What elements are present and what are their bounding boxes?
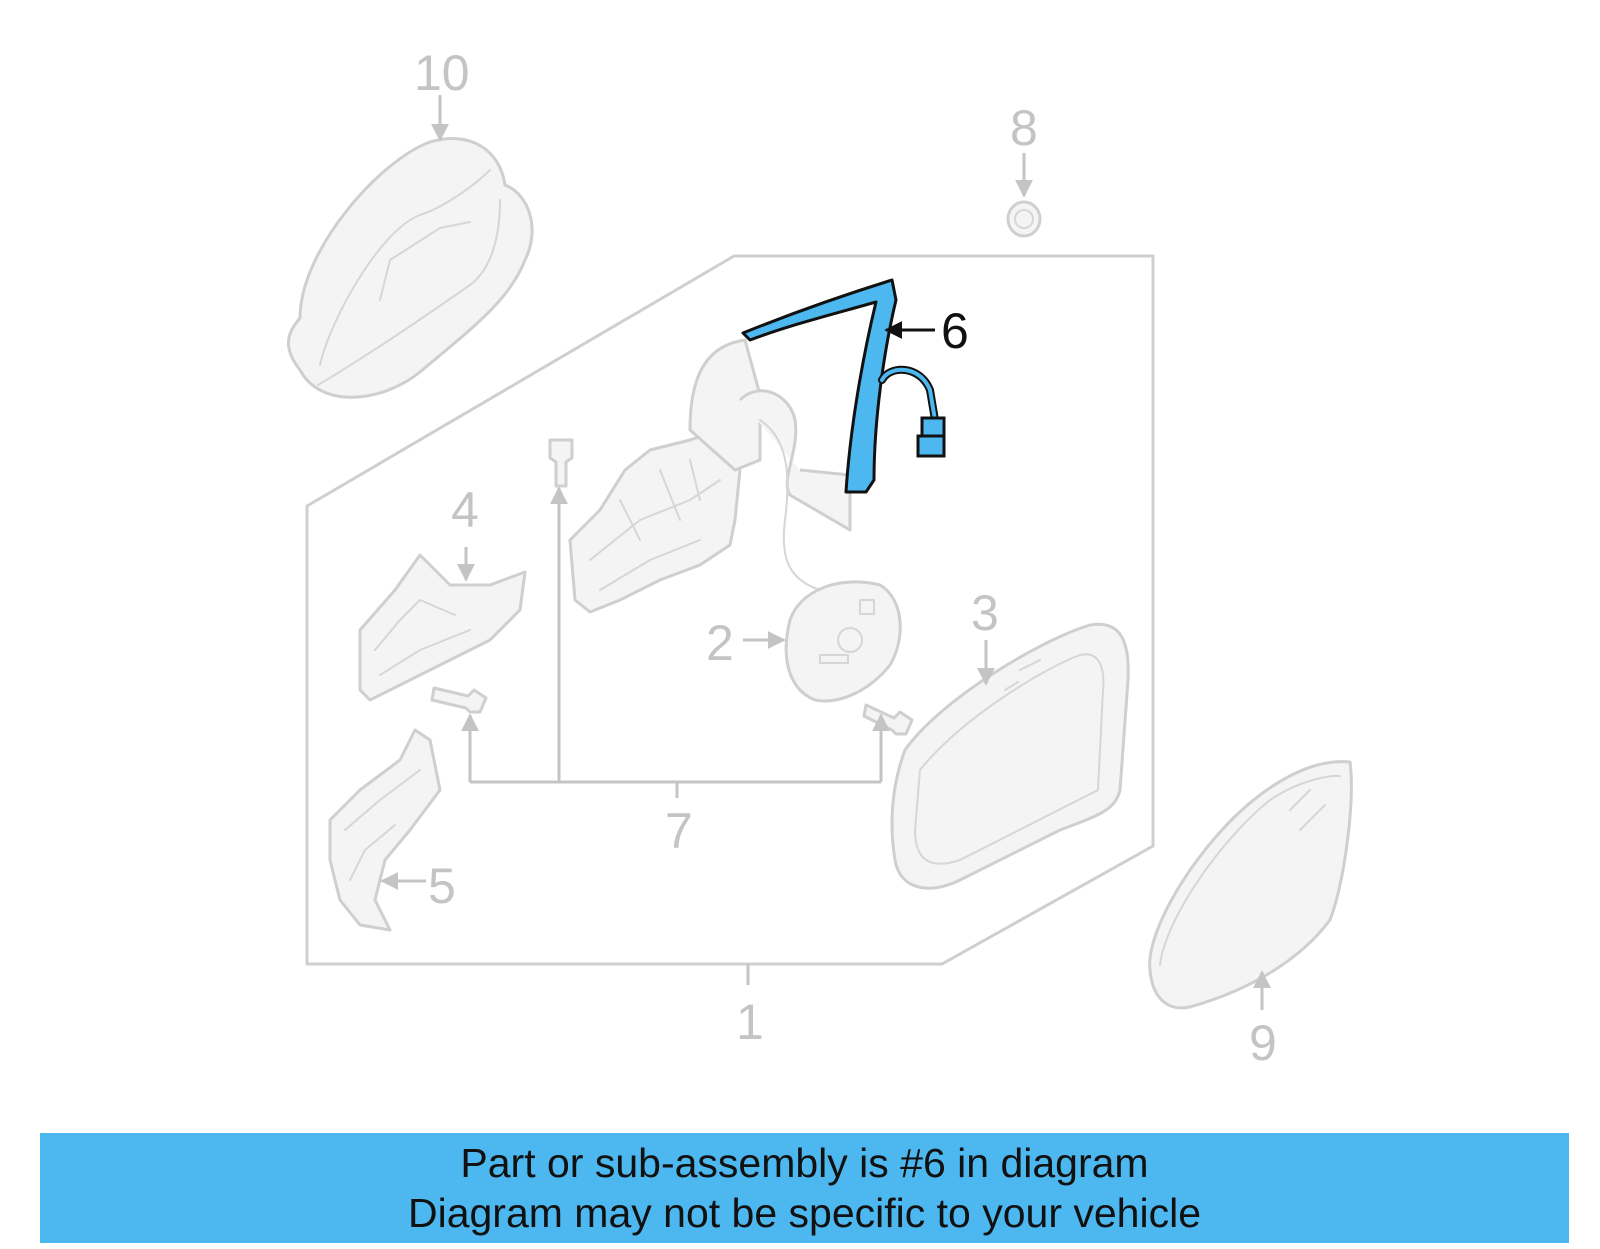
part-9-mirror-glass: [1148, 760, 1353, 1010]
callout-2: 2: [706, 615, 734, 671]
part-8-clip: [1006, 200, 1042, 238]
callout-1: 1: [736, 994, 764, 1050]
banner-line-disclaimer: Diagram may not be specific to your vehi…: [407, 1190, 1201, 1236]
callout-9: 9: [1249, 1015, 1277, 1071]
callout-10: 10: [414, 45, 470, 101]
part-3-mirror-frame: [890, 622, 1130, 890]
banner-line-part: Part or sub-assembly is #6 in diagram: [460, 1140, 1149, 1186]
part-4-lower-cover: [358, 553, 527, 702]
assembly-outline: [305, 254, 1155, 966]
part-2-actuator: [784, 580, 902, 703]
part-10-mirror-cover: [286, 137, 534, 399]
mirror-base-bracket: [568, 338, 852, 614]
callout-4: 4: [451, 482, 479, 538]
callout-3: 3: [971, 585, 999, 641]
callout-8: 8: [1010, 100, 1038, 156]
callout-5: 5: [428, 858, 456, 914]
parts-diagram: 10 8 6 4 2 3 7 5 1 9: [286, 45, 1353, 1071]
part-5-lamp-cover: [328, 728, 442, 932]
callout-7: 7: [665, 803, 693, 859]
info-banner: Part or sub-assembly is #6 in diagram Di…: [40, 1133, 1569, 1243]
part-6-turn-signal-lamp: [741, 278, 946, 494]
callout-6: 6: [941, 303, 969, 359]
